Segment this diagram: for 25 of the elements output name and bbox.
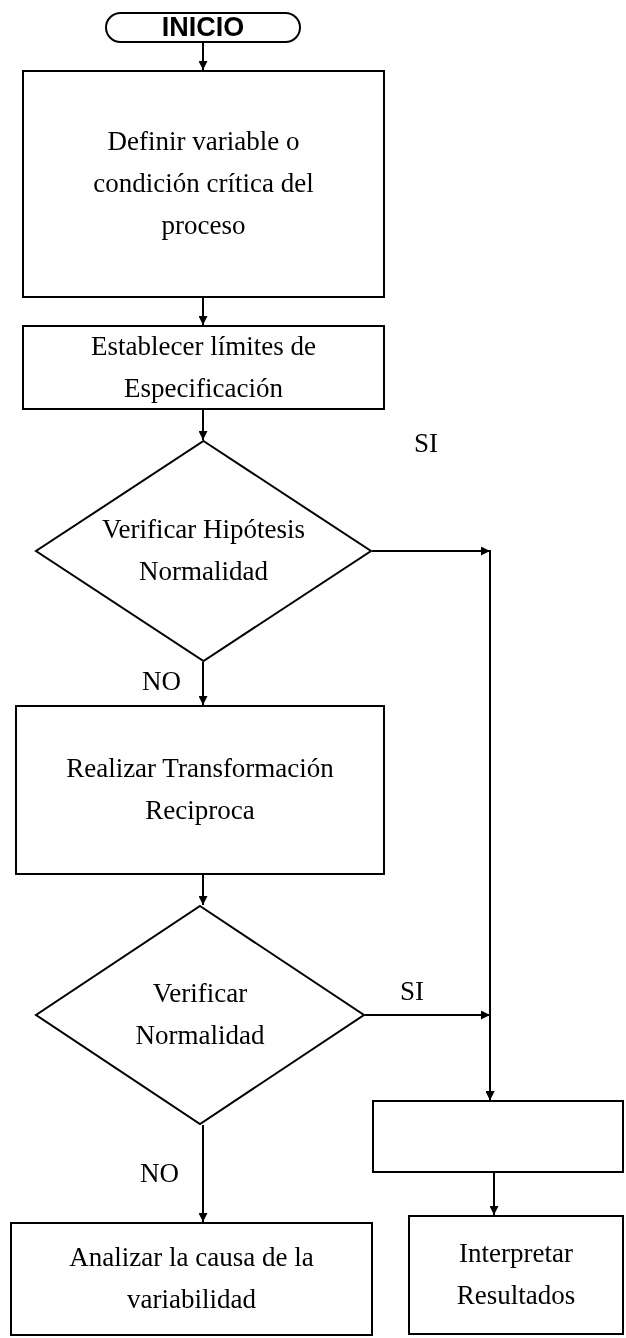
process-box [22, 70, 385, 298]
node-text: Establecer límites de Especificación [90, 329, 317, 405]
node-text: Analizar la causa de la variabilidad [68, 1241, 315, 1316]
arrow [198, 409, 208, 441]
decision-diamond [35, 905, 365, 1125]
process-box [372, 1100, 624, 1173]
process-box [10, 1222, 373, 1336]
node-text: Verificar Hipótesis Normalidad [100, 513, 307, 588]
node-text: Interpretar Resultados [455, 1237, 577, 1312]
arrow [198, 874, 208, 906]
arrow [489, 1172, 499, 1216]
arrow [198, 1124, 208, 1223]
arrow [198, 42, 208, 71]
node-text: Realizar Transformación Reciproca [65, 752, 335, 827]
start-terminal [105, 12, 301, 43]
node-text: Definir variable o condición crítica del proceso [92, 125, 315, 242]
start-label: INICIO [160, 10, 246, 44]
process-box [408, 1215, 624, 1335]
process-box [15, 705, 385, 875]
decision-diamond [35, 440, 372, 662]
node-text: Verificar Normalidad [134, 977, 266, 1052]
process-box [22, 325, 385, 410]
arrow [364, 1011, 495, 1101]
arrow [198, 297, 208, 326]
arrow [198, 661, 208, 706]
